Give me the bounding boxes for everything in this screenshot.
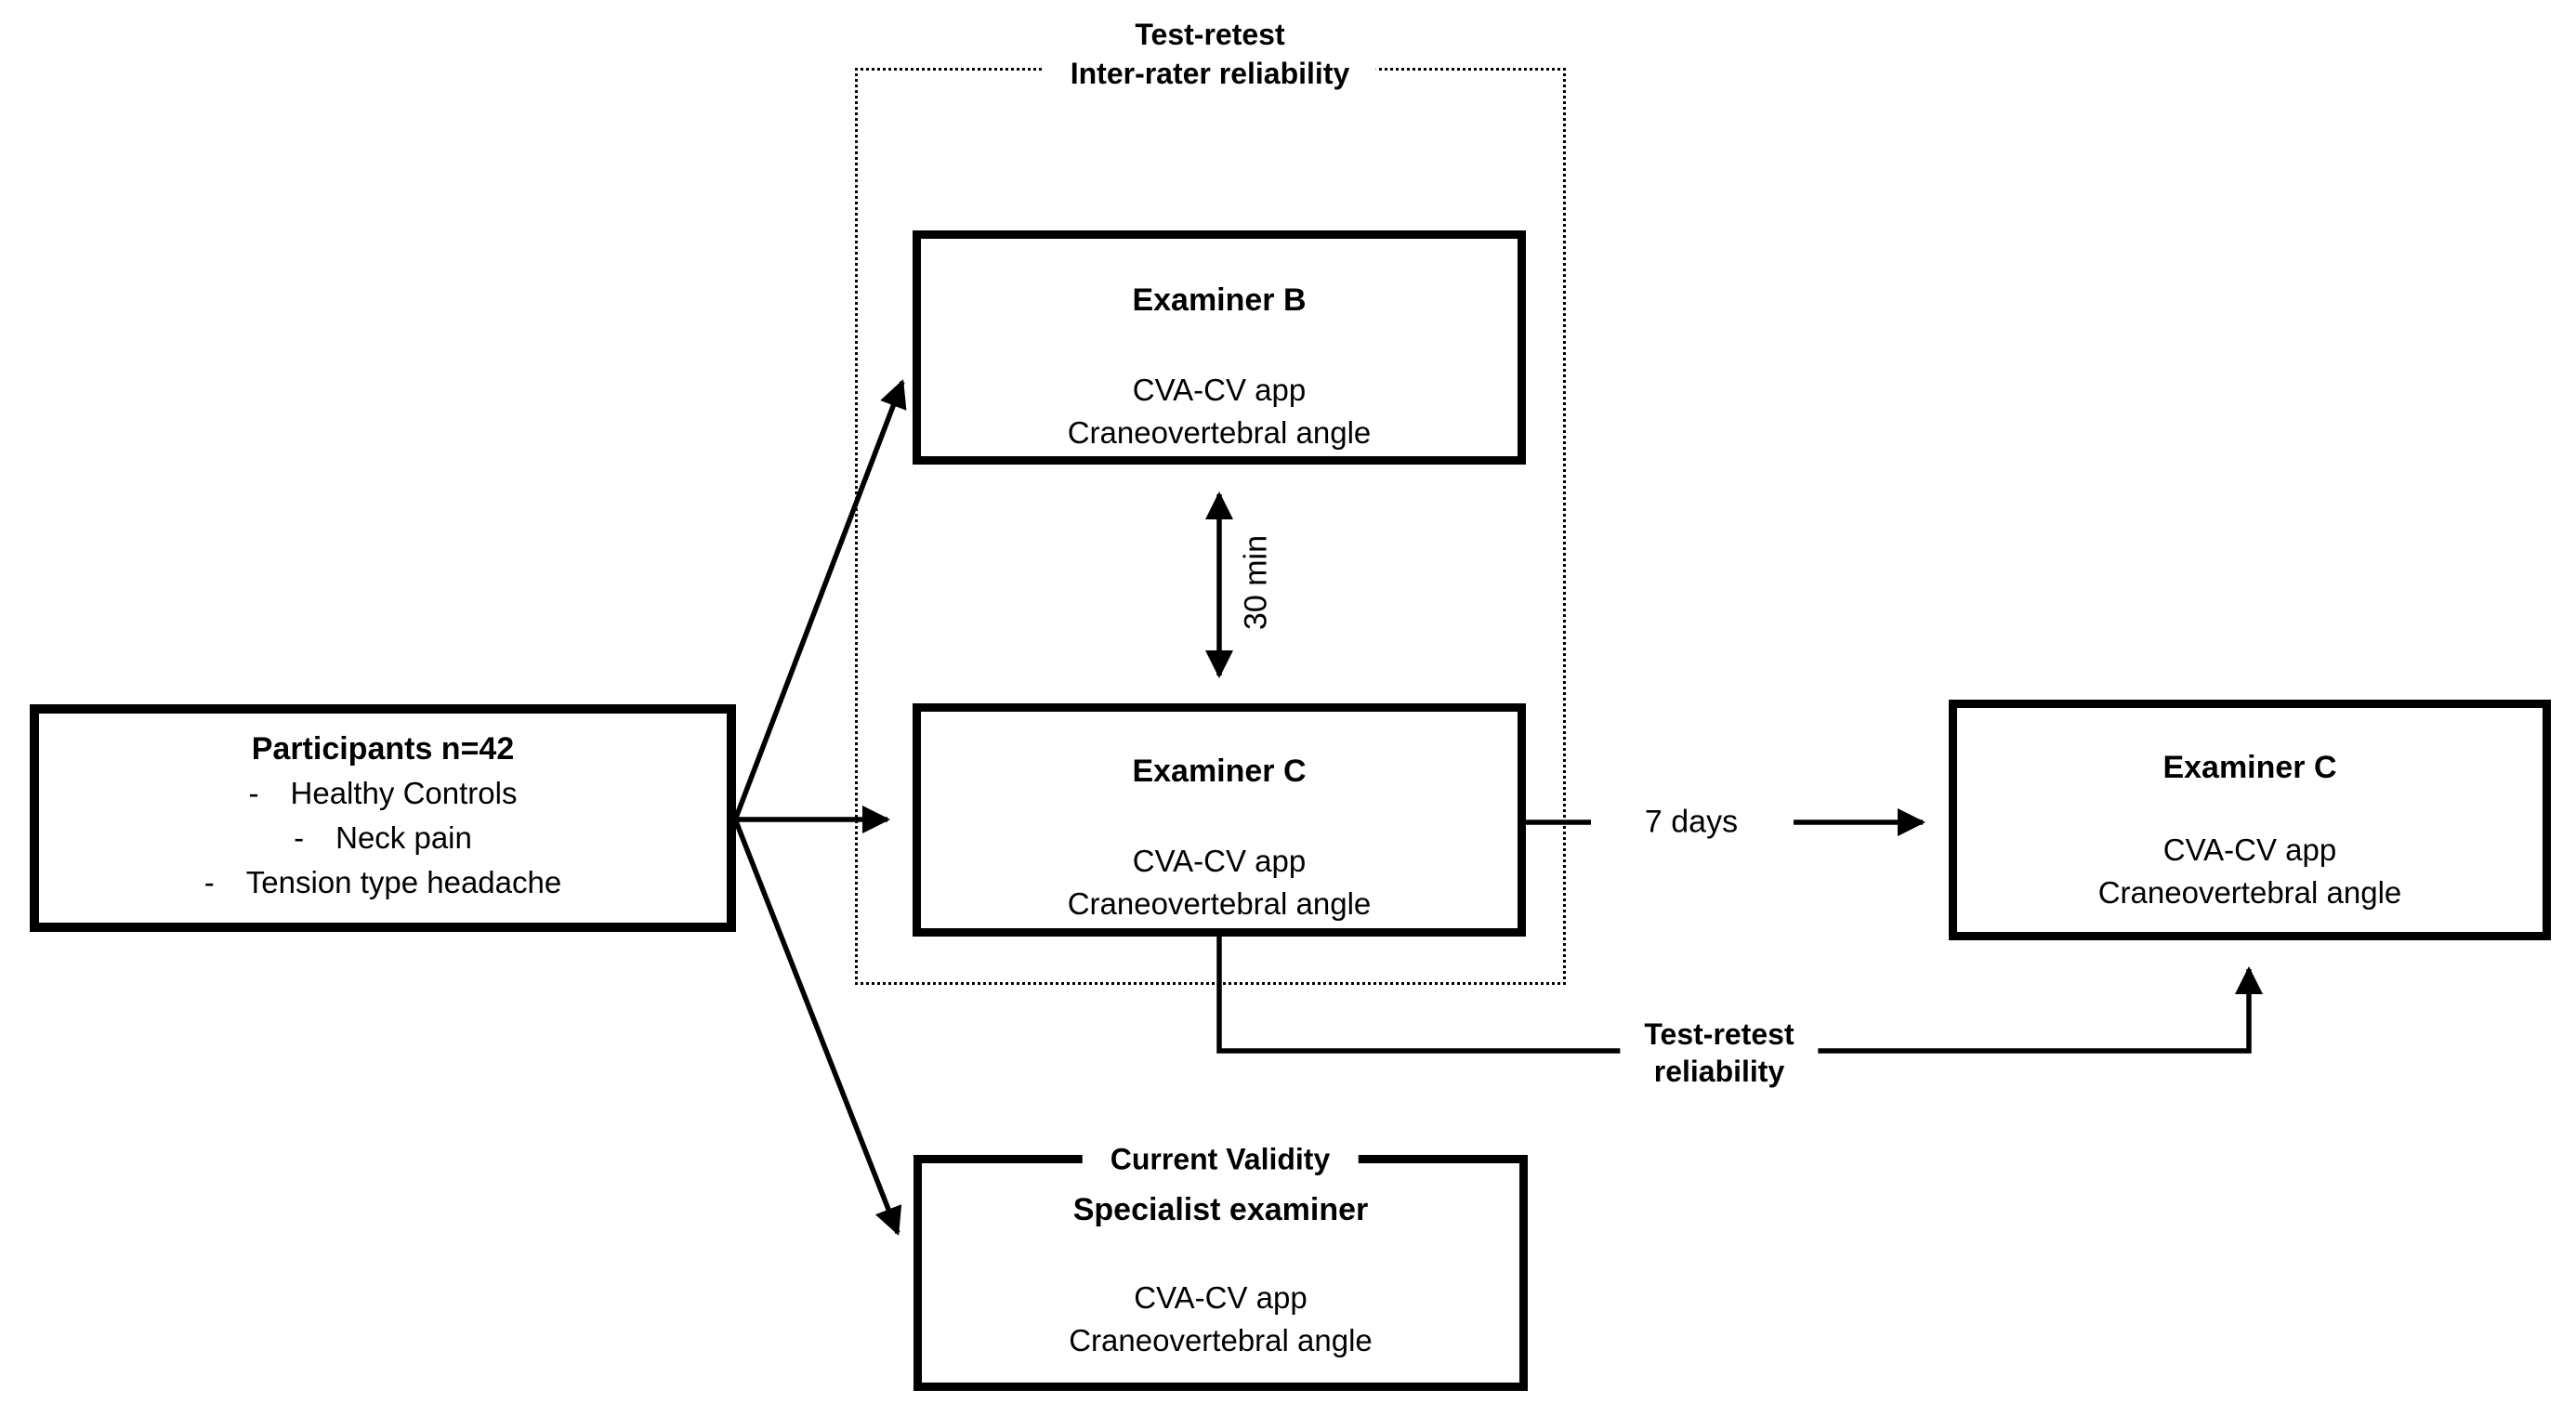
participant-item-label: Healthy Controls bbox=[290, 776, 518, 810]
current-validity-label: Current Validity bbox=[1082, 1142, 1359, 1177]
interval-7days-label: 7 days bbox=[1644, 804, 1739, 840]
group-title-line1: Test-retest bbox=[1135, 18, 1285, 51]
participant-item-label: Tension type headache bbox=[245, 865, 562, 899]
participant-item-label: Neck pain bbox=[335, 820, 472, 855]
interval-30min-label: 30 min bbox=[1238, 534, 1274, 631]
participant-item-neck-pain: - Neck pain bbox=[294, 816, 472, 860]
examiner-c-retest-tool: CVA-CV app bbox=[2162, 833, 2337, 867]
bullet-dash: - bbox=[248, 776, 259, 810]
examiner-c-tool: CVA-CV app bbox=[1132, 844, 1307, 878]
participant-item-tension-headache: - Tension type headache bbox=[204, 860, 561, 905]
arrow-participants-to-specialist bbox=[733, 819, 902, 1236]
specialist-title: Specialist examiner bbox=[1072, 1192, 1369, 1227]
inter-rater-group-title: Test-retest Inter-rater reliability bbox=[1044, 15, 1376, 93]
participant-item-healthy-controls: - Healthy Controls bbox=[249, 771, 518, 816]
specialist-box: Specialist examiner CVA-CV app Craneover… bbox=[913, 1155, 1528, 1391]
participants-box: Participants n=42 - Healthy Controls - N… bbox=[30, 704, 736, 932]
examiner-b-title: Examiner B bbox=[1132, 282, 1307, 318]
examiner-b-box: Examiner B CVA-CV app Craneovertebral an… bbox=[913, 230, 1526, 465]
test-retest-label-line2: reliability bbox=[1653, 1055, 1785, 1088]
bullet-dash: - bbox=[294, 820, 305, 855]
test-retest-label-line1: Test-retest bbox=[1644, 1017, 1794, 1051]
examiner-b-measure: Craneovertebral angle bbox=[1067, 415, 1372, 450]
group-title-line2: Inter-rater reliability bbox=[1070, 57, 1350, 90]
specialist-measure: Craneovertebral angle bbox=[1069, 1323, 1373, 1357]
examiner-b-tool: CVA-CV app bbox=[1132, 373, 1307, 407]
participants-title: Participants n=42 bbox=[251, 731, 515, 767]
test-retest-reliability-label: Test-retest reliability bbox=[1620, 1016, 1819, 1090]
arrow-participants-to-examiner-b bbox=[733, 379, 907, 819]
examiner-c-retest-title: Examiner C bbox=[2162, 750, 2337, 785]
examiner-c-retest-box: Examiner C CVA-CV app Craneovertebral an… bbox=[1949, 700, 2551, 940]
bullet-dash: - bbox=[204, 865, 215, 899]
examiner-c-measure: Craneovertebral angle bbox=[1067, 886, 1372, 921]
examiner-c-title: Examiner C bbox=[1132, 754, 1307, 789]
examiner-c-retest-measure: Craneovertebral angle bbox=[2097, 875, 2402, 910]
examiner-c-box: Examiner C CVA-CV app Craneovertebral an… bbox=[913, 703, 1526, 937]
specialist-tool: CVA-CV app bbox=[1134, 1280, 1308, 1315]
